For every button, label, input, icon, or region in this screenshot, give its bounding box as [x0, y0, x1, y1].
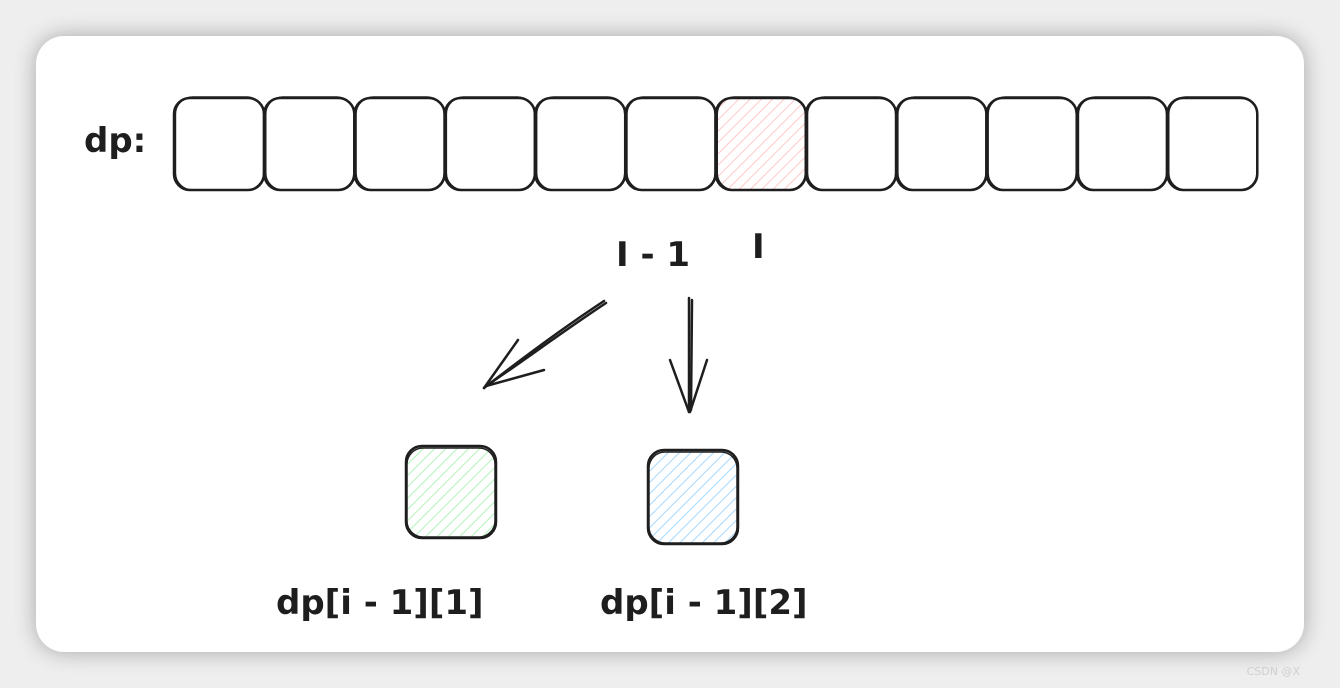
dp-cell	[985, 96, 1078, 192]
child-label-1: dp[i - 1][1]	[276, 583, 484, 623]
dp-cell	[895, 96, 988, 192]
dp-cell	[1166, 96, 1259, 192]
dp-cell	[1075, 96, 1169, 192]
dp-cell	[443, 96, 537, 192]
child-box-1	[404, 444, 498, 540]
array-label: dp:	[84, 121, 146, 161]
dp-cell	[624, 96, 717, 192]
arrow-left	[482, 299, 608, 390]
dp-cell	[263, 96, 356, 192]
dp-cell	[804, 96, 898, 192]
child-box-2	[646, 448, 740, 546]
watermark: CSDN @X	[1246, 665, 1300, 678]
dp-cell	[172, 96, 266, 192]
diagram-card	[36, 36, 1304, 652]
dp-cell	[533, 96, 627, 192]
dp-cell-highlight	[714, 96, 808, 192]
arrow-down	[668, 296, 709, 414]
dp-cell	[353, 96, 446, 192]
index-label-curr: I	[752, 227, 765, 267]
index-label-prev: I - 1	[616, 235, 690, 275]
child-label-2: dp[i - 1][2]	[600, 583, 808, 623]
dp-array	[172, 96, 1259, 192]
